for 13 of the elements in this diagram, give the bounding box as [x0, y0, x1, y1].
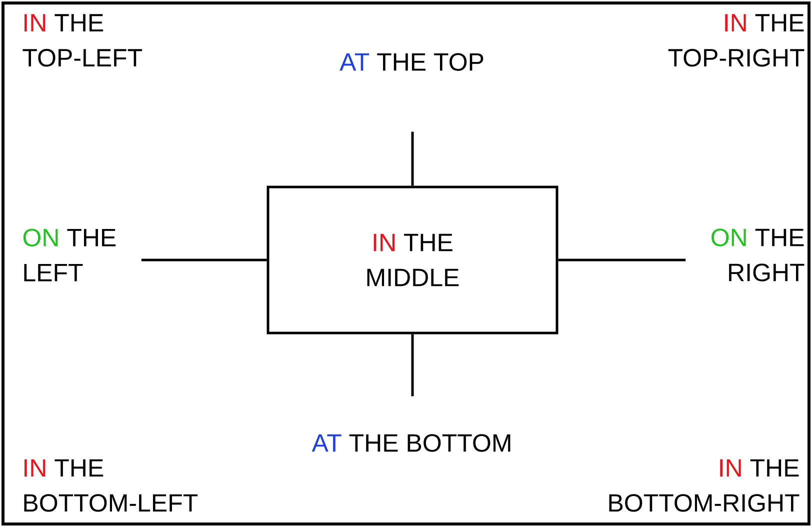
middle-box: IN THE MIDDLE	[266, 186, 558, 334]
line	[141, 258, 267, 262]
position-text: IN THE TOP-LEFT	[22, 14, 142, 67]
position-text: ON THE LEFT	[23, 228, 116, 282]
position-text: IN THE TOP-RIGHT	[668, 14, 804, 67]
position-text: IN THE BOTTOM-LEFT	[24, 459, 198, 512]
position-text: AT THE BOTTOM	[312, 434, 510, 452]
line	[558, 258, 686, 262]
position-text: IN THE BOTTOM-RIGHT	[609, 459, 800, 512]
position-text: AT THE TOP	[340, 53, 484, 71]
position-text: ON THE RIGHT	[712, 228, 804, 282]
line	[411, 334, 414, 396]
line	[411, 132, 414, 186]
